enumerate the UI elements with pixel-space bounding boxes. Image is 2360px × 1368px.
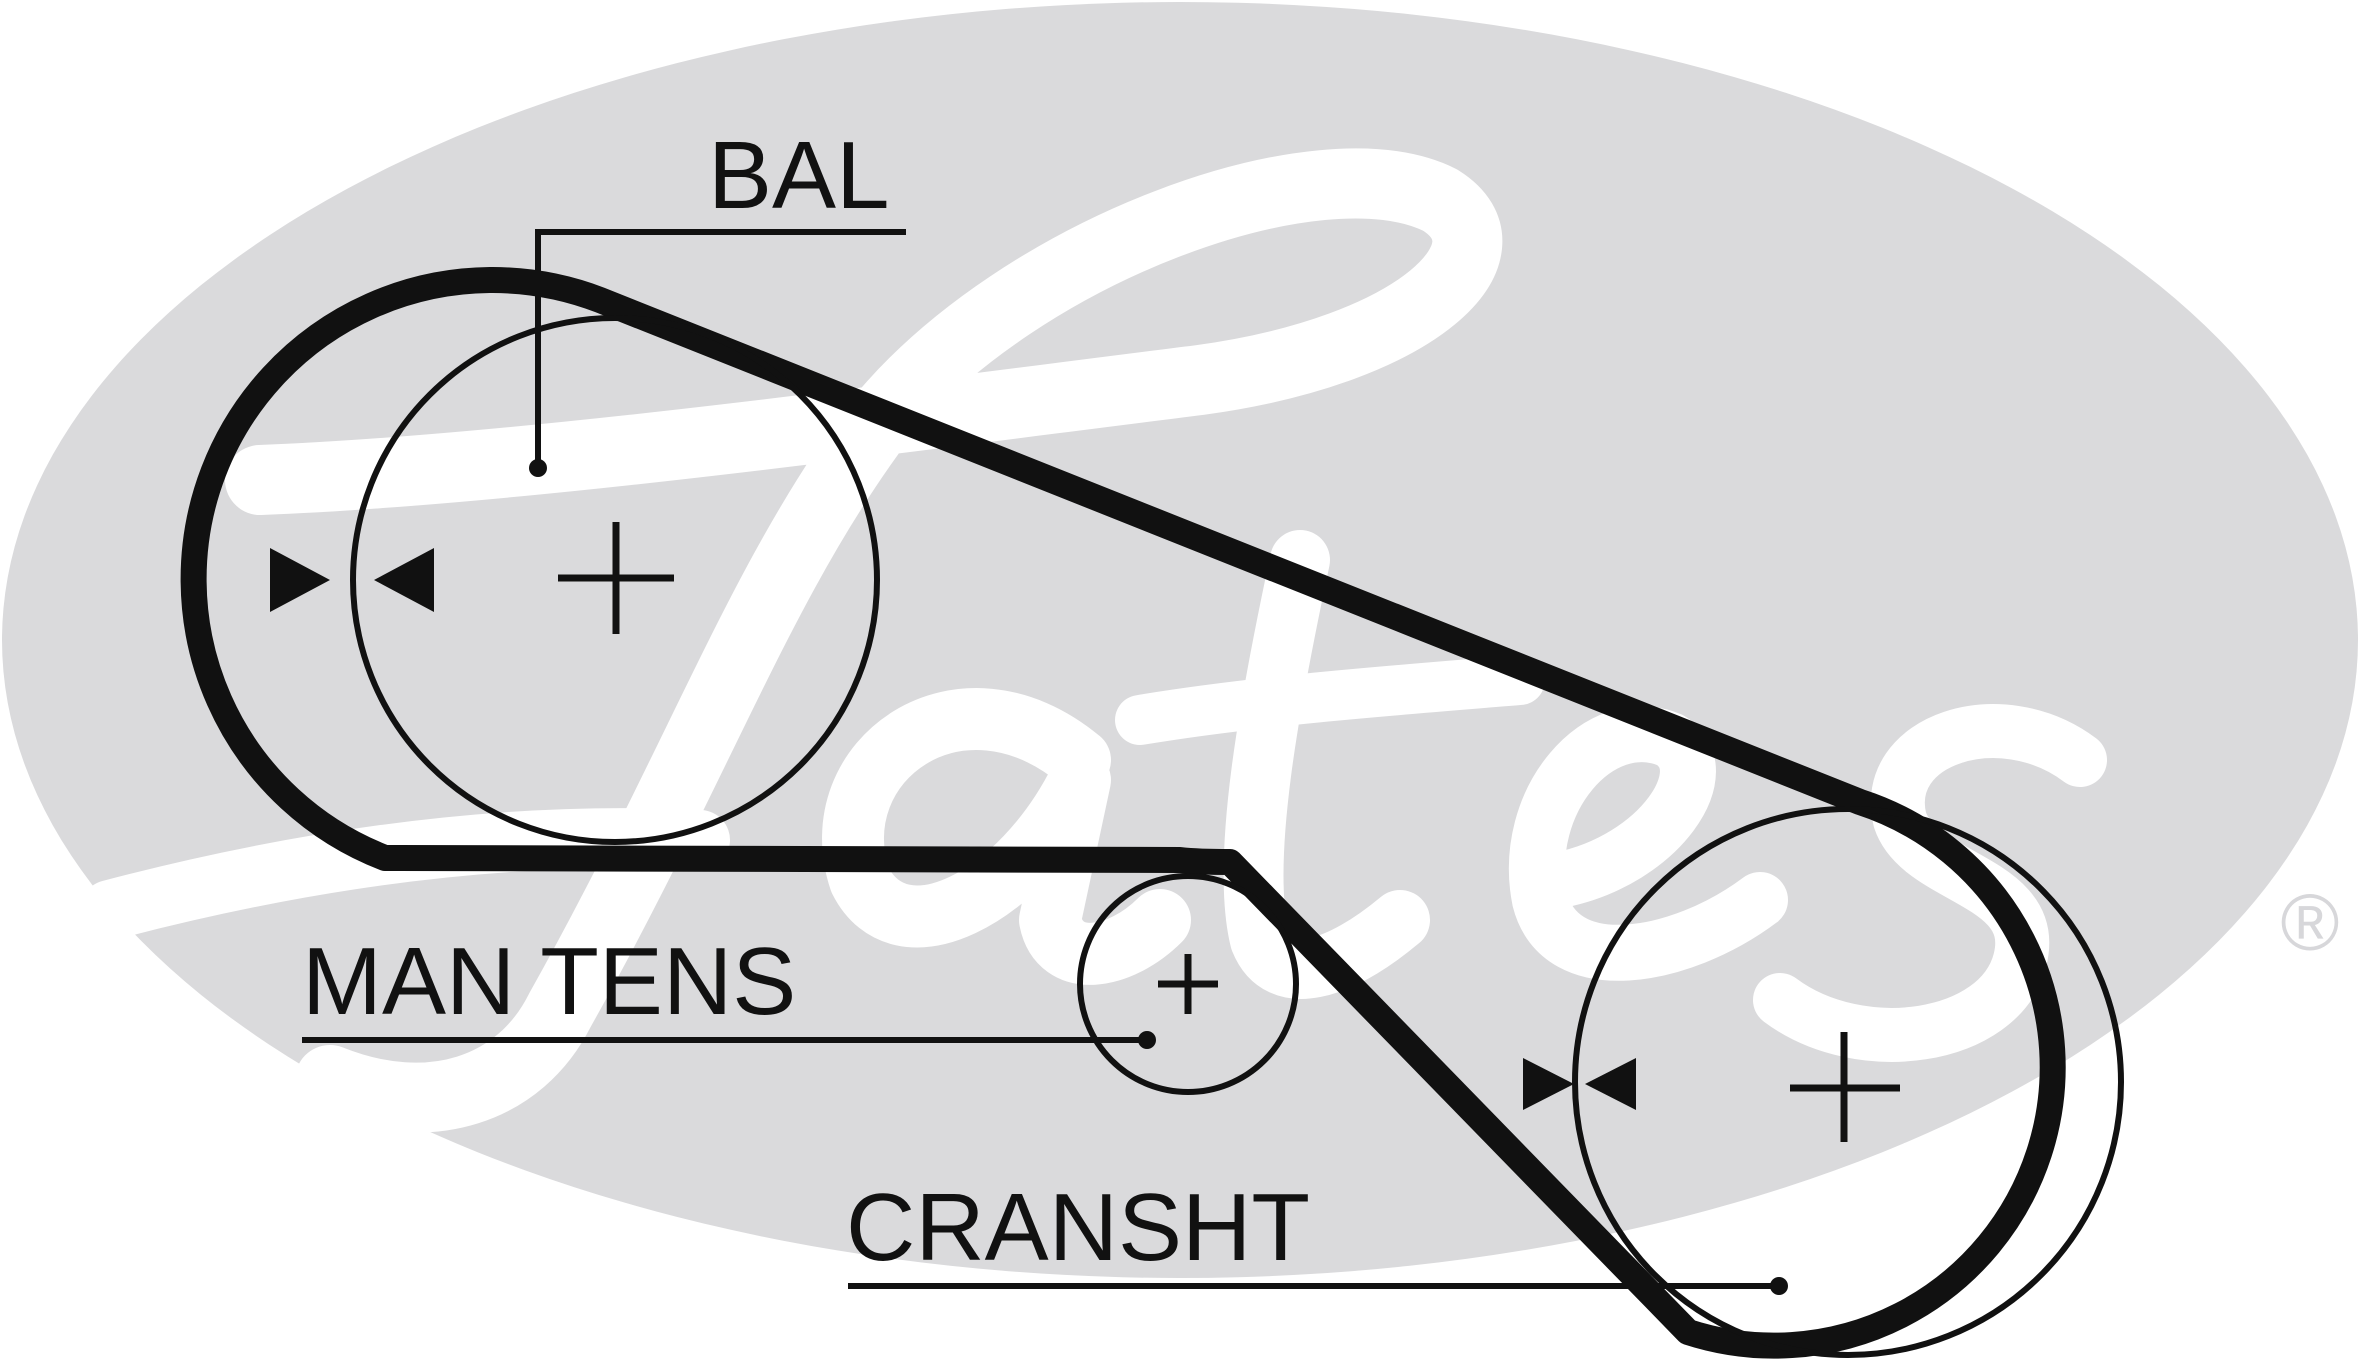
tensioner-center-mark — [1158, 954, 1218, 1014]
leader-endpoints — [529, 459, 1788, 1295]
balance-shaft-center-mark — [558, 522, 674, 634]
man-tens-label: MAN TENS — [302, 928, 796, 1035]
registered-trademark-mark: ® — [2281, 878, 2340, 967]
leader-lines — [302, 229, 1779, 1289]
manual-tensioner-pulley — [1077, 873, 1299, 1095]
bal-leader-line — [535, 229, 906, 466]
crankshaft-center-mark — [1790, 1032, 1900, 1142]
tension-check-marker-lower — [1523, 1058, 1636, 1110]
timing-belt — [180, 267, 2066, 1359]
man-tens-leader-dot — [1138, 1031, 1156, 1049]
bal-label: BAL — [708, 122, 889, 229]
cranksht-leader-dot — [1770, 1277, 1788, 1295]
balance-shaft-pulley — [350, 315, 880, 845]
tension-check-marker-upper — [270, 548, 434, 612]
cranksht-label: CRANSHT — [846, 1174, 1310, 1281]
bal-leader-dot — [529, 459, 547, 477]
crankshaft-pulley — [1572, 806, 2124, 1358]
gates-watermark-logo: ® — [2, 2, 2358, 1278]
